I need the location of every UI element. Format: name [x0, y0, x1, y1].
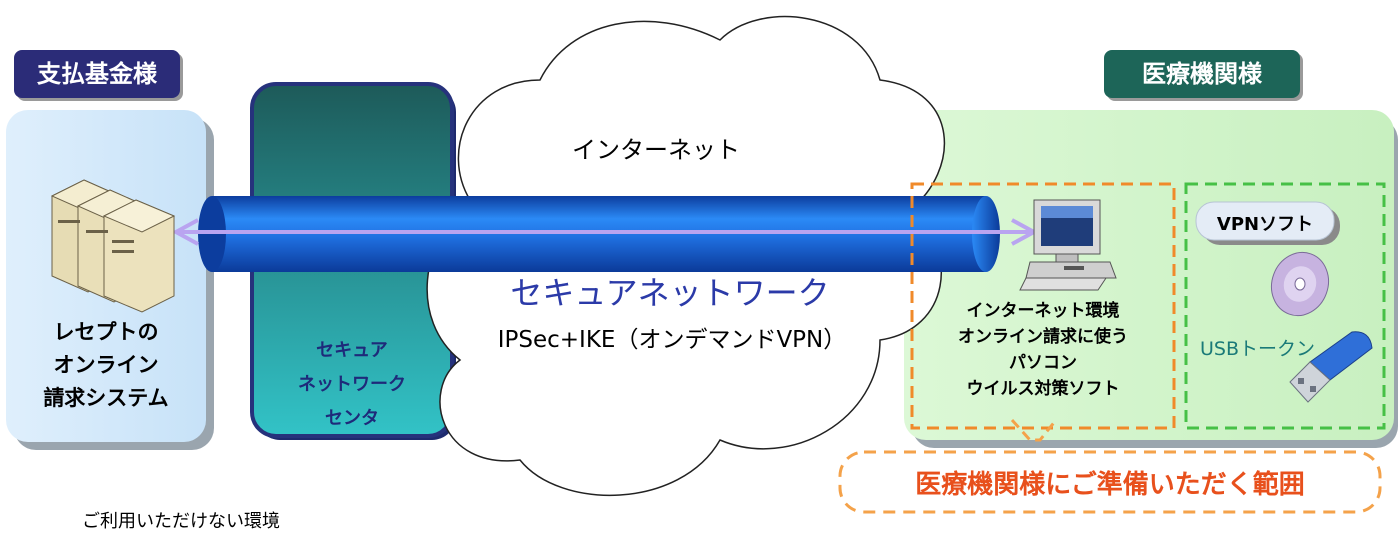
network-center-label: セキュア ネットワーク センタ [252, 334, 452, 436]
pc-req-line2: オンライン請求に使う [958, 327, 1128, 347]
network-center-line3: センタ [325, 408, 379, 429]
network-center-line2: ネットワーク [298, 374, 406, 395]
secure-network-label: セキュアネットワーク [510, 274, 830, 312]
network-center-line1: セキュア [316, 340, 388, 361]
pc-req-line1: インターネット環境 [966, 301, 1120, 321]
left-caption: レセプトの オンライン 請求システム [6, 316, 206, 415]
pc-requirements-box [910, 182, 1176, 430]
bottom-fragment-text: ご利用いただけない環境 [82, 511, 280, 532]
left-caption-line1: レセプトの [53, 320, 159, 344]
protocol-label: IPSec+IKE（オンデマンドVPN） [497, 327, 847, 353]
callout-pointer [1010, 418, 1058, 442]
left-org-title: 支払基金様 [14, 50, 180, 98]
pc-req-line3: パソコン [1009, 353, 1077, 373]
vpn-software-pill [1195, 201, 1335, 241]
left-caption-line2: オンライン [53, 353, 159, 377]
pc-req-line4: ウイルス対策ソフト [966, 379, 1120, 399]
vpn-software-label: VPNソフト [1216, 214, 1314, 235]
callout-label: 医療機関様にご準備いただく範囲 [915, 470, 1305, 500]
left-caption-line3: 請求システム [43, 386, 169, 410]
pc-requirements-text: インターネット環境 オンライン請求に使う パソコン ウイルス対策ソフト [914, 298, 1172, 402]
diagram-canvas [6, 15, 1398, 514]
usb-token-icon [1289, 331, 1373, 403]
internet-label: インターネット [572, 136, 740, 164]
right-panel [904, 110, 1394, 440]
right-org-title: 医療機関様 [1104, 50, 1300, 98]
arrow-left-head [171, 218, 199, 246]
pc-icon [1019, 199, 1117, 291]
callout-box [838, 450, 1382, 514]
server-icon [50, 179, 176, 313]
vpn-requirements-box [1184, 182, 1386, 430]
usb-token-label: USBトークン [1200, 338, 1316, 360]
cd-icon [1271, 251, 1329, 317]
